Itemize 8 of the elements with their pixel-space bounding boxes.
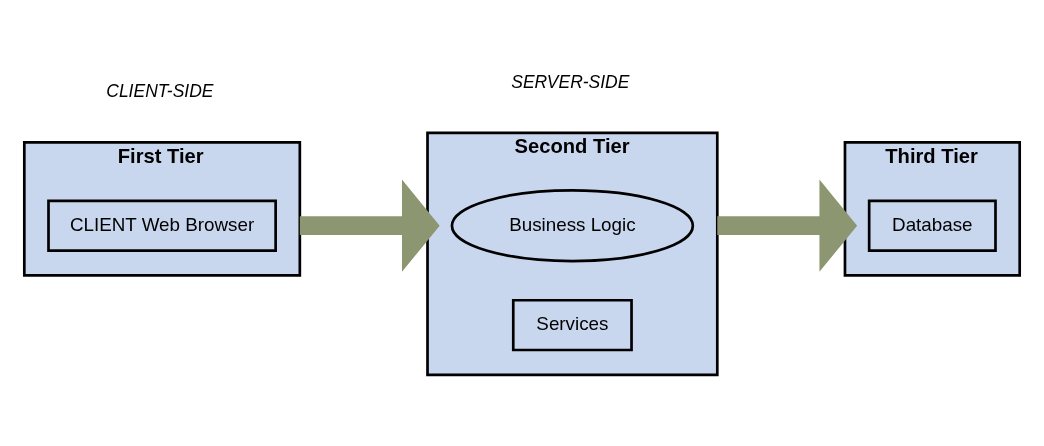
node-box: Database xyxy=(867,199,997,252)
arrow xyxy=(717,179,858,272)
label: CLIENT-SIDE xyxy=(106,81,214,102)
label: SERVER-SIDE xyxy=(511,71,630,92)
node-box: Services xyxy=(511,298,633,352)
arrow xyxy=(299,179,440,272)
node-box: CLIENT Web Browser xyxy=(47,199,277,252)
node-ellipse: Business Logic xyxy=(450,188,695,263)
